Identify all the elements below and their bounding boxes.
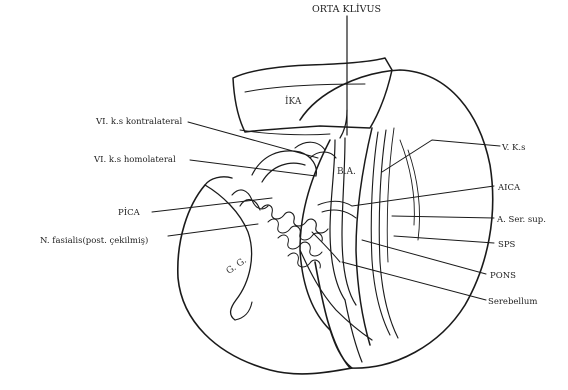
leader-aica — [352, 186, 494, 206]
aica-branch-2 — [322, 210, 356, 218]
label-vi-kontralateral: VI. k.s kontralateral — [95, 117, 182, 127]
leader-a-ser-sup — [392, 216, 494, 218]
nerve-loop-2 — [262, 163, 305, 182]
leader-n-fasialis — [168, 224, 258, 236]
brainstem-right-edge — [356, 128, 372, 345]
label-a-ser-sup: A. Ser. sup. — [496, 215, 546, 225]
outer-outline-top-left — [205, 177, 232, 185]
vessel-right-2 — [379, 130, 398, 338]
leader-sps — [394, 236, 494, 243]
label-gg: G. G. — [225, 256, 249, 277]
label-sps: SPS — [498, 240, 516, 250]
label-v-ks: V. K.s — [501, 143, 525, 153]
label-ika: İKA — [285, 95, 302, 107]
label-ba: B.A. — [337, 167, 356, 177]
coiled-nerve-2 — [268, 219, 322, 241]
label-pons: PONS — [490, 271, 516, 281]
basilar-artery-2 — [342, 138, 356, 305]
outer-outline — [300, 70, 493, 368]
label-serebellum: Serebellum — [488, 297, 537, 307]
aica-branch — [318, 201, 352, 206]
label-vi-homolateral: VI. k.s homolateral — [93, 155, 176, 165]
cerebellum-inner — [312, 232, 340, 262]
ika-block — [233, 58, 392, 132]
clivus-hook — [340, 110, 347, 138]
label-pica: PİCA — [118, 206, 141, 218]
label-n-fasialis: N. fasialis(post. çekilmiş) — [40, 235, 148, 246]
nerve-loop-3 — [295, 142, 325, 150]
label-orta-klivus: ORTA KLİVUS — [312, 3, 381, 15]
label-aica: AICA — [497, 183, 521, 193]
cerebellum-contour — [300, 250, 372, 340]
gg-lobe-notch — [235, 302, 252, 320]
leader-v-ks — [382, 140, 500, 172]
leader-pica — [152, 198, 272, 212]
outer-outline-left — [178, 185, 352, 374]
vessel-right-3 — [387, 128, 394, 262]
